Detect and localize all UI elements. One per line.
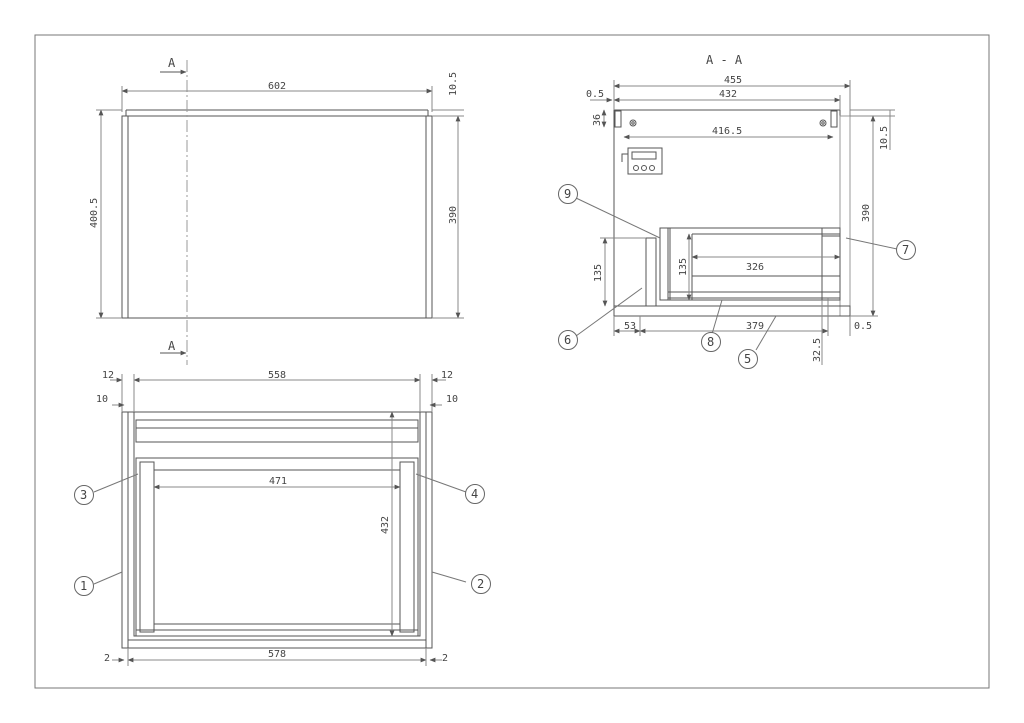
dim-plan-side-right-inner: 10 [446, 394, 458, 405]
section-drawer [667, 227, 841, 301]
section-title: A - A [706, 53, 743, 67]
balloon-6: 6 [564, 333, 571, 347]
sheet-border [34, 34, 990, 689]
balloon-2: 2 [477, 577, 484, 591]
dim-front-height-right: 390 [448, 206, 459, 224]
dim-plan-bottom-width: 578 [268, 649, 286, 660]
dim-section-bottom-depth: 32.5 [812, 338, 823, 362]
dim-front-top-offset: 10.5 [448, 72, 459, 96]
front-panel-inner [127, 115, 427, 319]
balloon-1: 1 [80, 579, 87, 593]
dim-section-bottom-left: 53 [624, 321, 636, 332]
balloon-8: 8 [707, 335, 714, 349]
balloon-3: 3 [80, 488, 87, 502]
dim-section-drawer-height: 135 [593, 264, 604, 282]
balloon-5: 5 [744, 352, 751, 366]
dim-section-top-height: 36 [592, 114, 603, 126]
section-carcass [613, 109, 841, 317]
plan-view [93, 374, 467, 666]
balloon-7: 7 [902, 243, 909, 257]
front-panel-outer [121, 115, 433, 319]
dim-plan-side-left-inner: 10 [96, 394, 108, 405]
dim-section-overall-width: 455 [724, 75, 742, 86]
dim-front-height-left: 400.5 [89, 198, 100, 228]
control-box [621, 147, 663, 175]
dim-section-right-top: 10.5 [879, 126, 890, 150]
dim-section-right-height: 390 [861, 204, 872, 222]
dim-plan-bottom-right: 2 [442, 653, 448, 664]
section-mark-top: A [168, 56, 176, 70]
dim-section-inner-height: 135 [678, 258, 689, 276]
dim-plan-side-right-outer: 12 [441, 370, 453, 381]
dim-plan-side-left-outer: 12 [102, 370, 114, 381]
dim-section-inner-width: 432 [719, 89, 737, 100]
front-view [96, 60, 464, 365]
section-view [575, 80, 898, 365]
balloons [74, 184, 916, 596]
dim-plan-bottom-left: 2 [104, 653, 110, 664]
dim-front-width: 602 [268, 81, 286, 92]
section-mark-bottom: A [168, 339, 176, 353]
balloon-4: 4 [471, 487, 478, 501]
dim-section-rail-width: 416.5 [712, 126, 742, 137]
dim-section-bottom-right: 0.5 [854, 321, 872, 332]
balloon-9: 9 [564, 187, 571, 201]
dim-section-drawer-width: 326 [746, 262, 764, 273]
dim-plan-depth: 432 [380, 516, 391, 534]
dim-section-left-gap: 0.5 [586, 89, 604, 100]
dim-plan-top-width: 558 [268, 370, 286, 381]
plan-drawer-box [135, 457, 419, 637]
dim-section-bottom-width: 379 [746, 321, 764, 332]
dim-plan-inner-width: 471 [269, 476, 287, 487]
